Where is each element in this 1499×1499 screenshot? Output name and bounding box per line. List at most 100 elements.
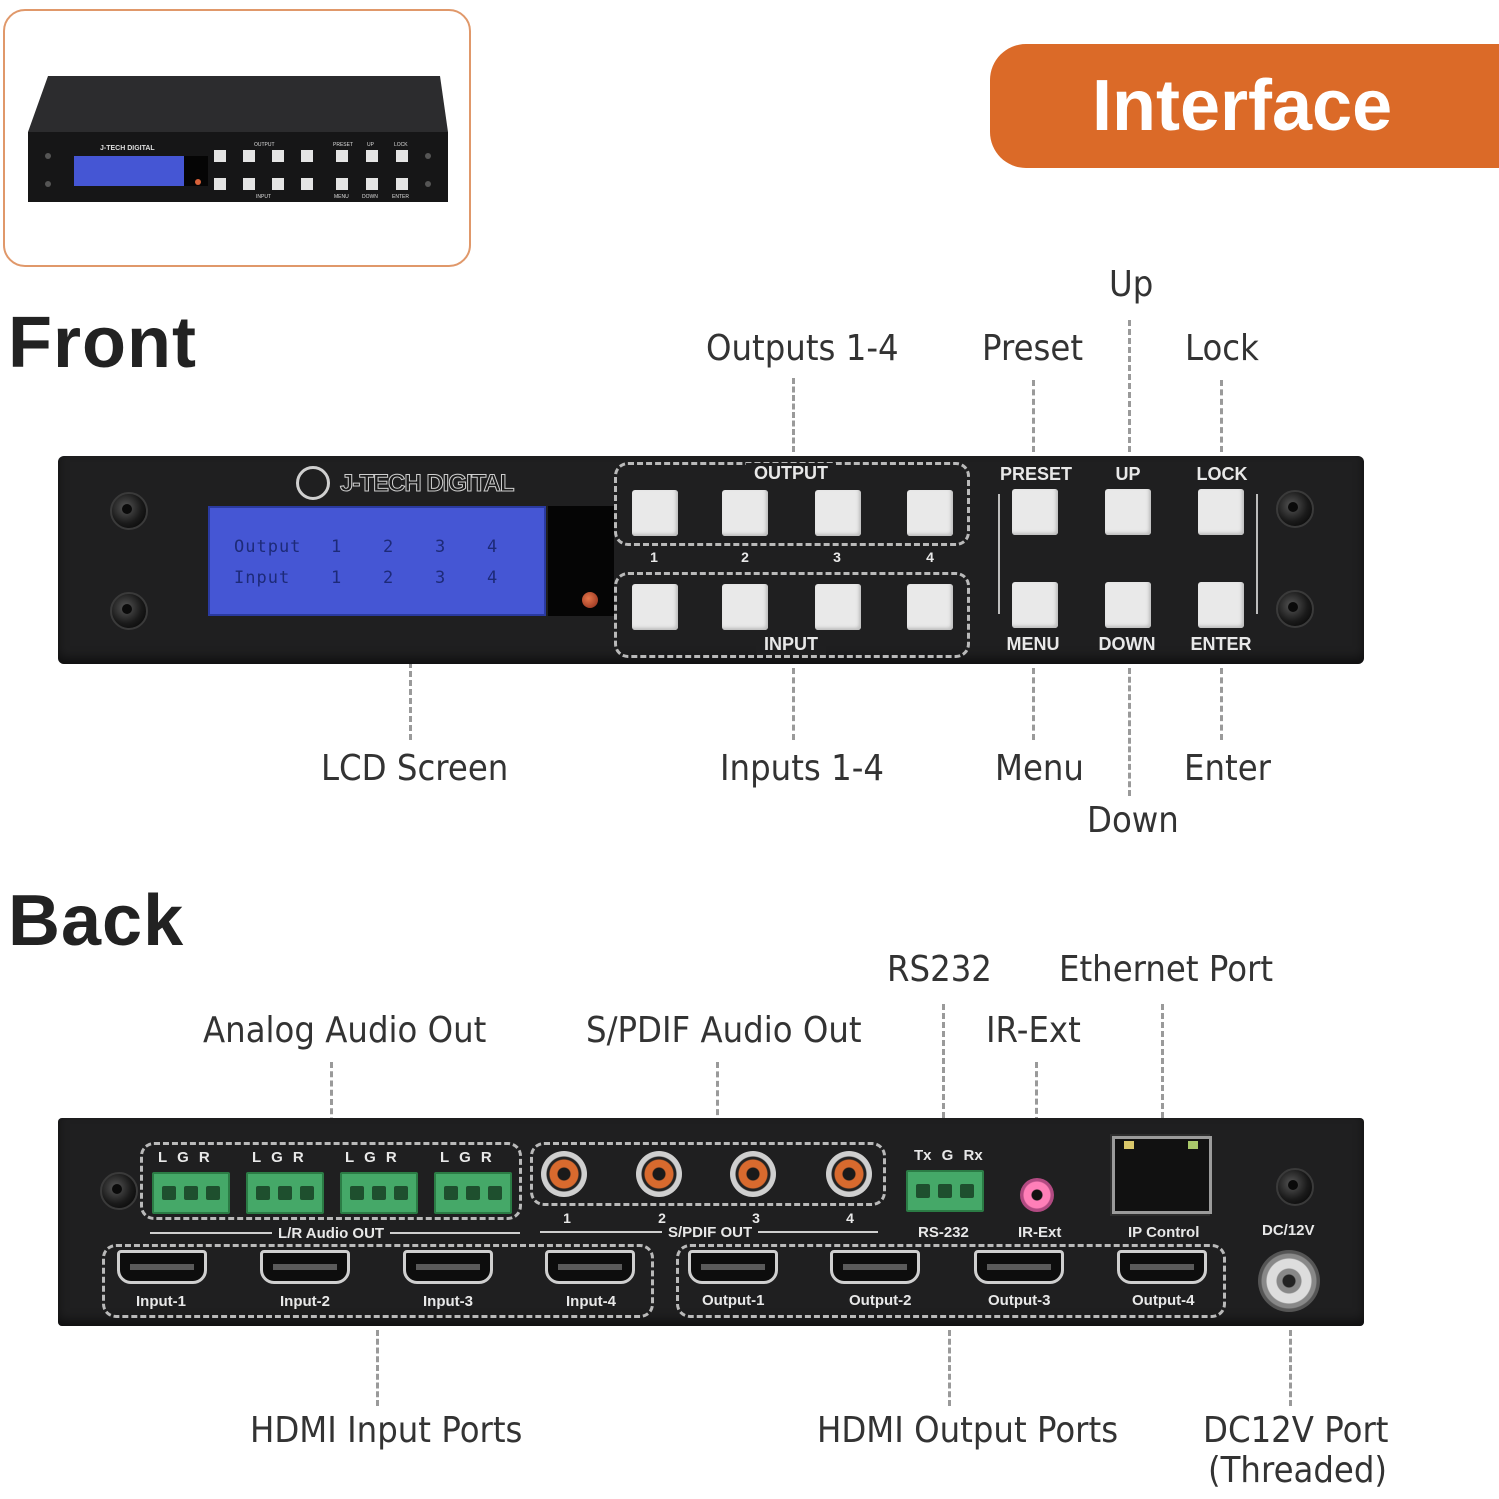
- screw-icon: [110, 492, 148, 530]
- down-button[interactable]: [1105, 582, 1151, 628]
- analog-audio-terminal-2[interactable]: [246, 1172, 324, 1214]
- ir-ext-label: IR-Ext: [1018, 1224, 1062, 1241]
- output-4-button[interactable]: [907, 490, 953, 536]
- leader-rs232: [942, 1004, 945, 1136]
- up-label: UP: [1115, 464, 1141, 484]
- lgr-label: LGR: [252, 1149, 314, 1166]
- hdmi-output-label: Output-4: [1132, 1292, 1195, 1309]
- output-button-number: 4: [926, 549, 934, 565]
- enter-label: ENTER: [1190, 634, 1252, 654]
- hdmi-input-label: Input-1: [136, 1293, 186, 1310]
- callout-up: Up: [1109, 264, 1154, 305]
- menu-button[interactable]: [1012, 582, 1058, 628]
- leader-hdmi-inputs: [376, 1330, 379, 1406]
- ethernet-led-icon: [1188, 1141, 1198, 1149]
- thumbnail-output-label: OUTPUT: [254, 142, 275, 148]
- thumbnail-lock-label: LOCK: [394, 142, 408, 148]
- output-1-button[interactable]: [632, 490, 678, 536]
- up-button[interactable]: [1105, 489, 1151, 535]
- lcd-input-value: 3: [435, 568, 447, 588]
- callout-ir-ext: IR-Ext: [986, 1010, 1081, 1051]
- lcd-input-value: 1: [331, 568, 343, 588]
- interface-badge: Interface: [990, 44, 1499, 168]
- lgr-label: LGR: [158, 1149, 220, 1166]
- callout-dc12v-port: DC12V Port: [1203, 1410, 1389, 1451]
- lock-button[interactable]: [1198, 489, 1244, 535]
- spdif-number: 4: [846, 1210, 854, 1226]
- spdif-group: [530, 1142, 886, 1206]
- ir-sensor-icon: [582, 592, 598, 608]
- device-thumbnail: J-TECH DIGITAL OUTPUT INPUT PRESET UP LO…: [28, 76, 448, 202]
- rs232-terminal[interactable]: [906, 1170, 984, 1212]
- callout-lock: Lock: [1185, 328, 1259, 369]
- interface-badge-text: Interface: [1092, 66, 1393, 146]
- hdmi-input-group: [102, 1244, 654, 1318]
- input-2-button[interactable]: [722, 584, 768, 630]
- ethernet-led-icon: [1124, 1141, 1134, 1149]
- thumbnail-menu-label: MENU: [334, 194, 349, 200]
- control-group-divider: [1256, 494, 1258, 614]
- screw-icon: [1276, 490, 1314, 528]
- spdif-jack-4[interactable]: [826, 1151, 872, 1197]
- dc-power-jack[interactable]: [1258, 1250, 1320, 1312]
- leader-lock: [1220, 380, 1223, 452]
- enter-button[interactable]: [1198, 582, 1244, 628]
- lcd-input-value: 2: [383, 568, 395, 588]
- analog-audio-terminal-1[interactable]: [152, 1172, 230, 1214]
- preset-label: PRESET: [1000, 464, 1073, 484]
- thumbnail-brand: J-TECH DIGITAL: [100, 145, 155, 152]
- lcd-output-label: Output: [234, 537, 302, 557]
- hdmi-output-label: Output-1: [702, 1292, 765, 1309]
- brand-logo-text: J-TECH DIGITAL: [340, 470, 516, 498]
- callout-dc12v-threaded: (Threaded): [1208, 1450, 1388, 1491]
- callout-lcd-screen: LCD Screen: [321, 748, 509, 789]
- callout-spdif-audio: S/PDIF Audio Out: [586, 1010, 862, 1051]
- thumbnail-enter-label: ENTER: [392, 194, 409, 200]
- ethernet-port[interactable]: [1112, 1136, 1212, 1214]
- input-3-button[interactable]: [815, 584, 861, 630]
- leader-hdmi-outputs: [948, 1330, 951, 1406]
- callout-hdmi-outputs: HDMI Output Ports: [817, 1410, 1119, 1451]
- analog-audio-terminal-4[interactable]: [434, 1172, 512, 1214]
- analog-audio-terminal-3[interactable]: [340, 1172, 418, 1214]
- leader-dc12v: [1289, 1330, 1292, 1406]
- dc12v-label: DC/12V: [1262, 1222, 1315, 1239]
- output-group-label: OUTPUT: [746, 463, 836, 484]
- spdif-out-label: S/PDIF OUT: [662, 1224, 759, 1241]
- input-4-button[interactable]: [907, 584, 953, 630]
- hdmi-input-1-port[interactable]: [117, 1250, 207, 1284]
- spdif-number: 3: [752, 1210, 760, 1226]
- spdif-jack-1[interactable]: [541, 1151, 587, 1197]
- input-group-label: INPUT: [756, 634, 826, 655]
- preset-button[interactable]: [1012, 489, 1058, 535]
- output-3-button[interactable]: [815, 490, 861, 536]
- lcd-output-value: 3: [435, 537, 447, 557]
- callout-hdmi-inputs: HDMI Input Ports: [250, 1410, 523, 1451]
- callout-down: Down: [1087, 800, 1179, 841]
- ir-ext-jack[interactable]: [1020, 1178, 1054, 1212]
- spdif-jack-3[interactable]: [730, 1151, 776, 1197]
- lcd-input-label: Input: [234, 568, 291, 588]
- callout-ethernet: Ethernet Port: [1059, 949, 1274, 990]
- rs232-label: RS-232: [918, 1224, 969, 1241]
- ip-control-label: IP Control: [1128, 1224, 1200, 1241]
- hdmi-input-3-port[interactable]: [403, 1250, 493, 1284]
- leader-menu: [1032, 668, 1035, 740]
- input-1-button[interactable]: [632, 584, 678, 630]
- control-group-divider: [998, 494, 1000, 614]
- callout-preset: Preset: [982, 328, 1084, 369]
- hdmi-output-1-port[interactable]: [688, 1250, 778, 1284]
- leader-enter: [1220, 668, 1223, 740]
- hdmi-output-4-port[interactable]: [1117, 1250, 1207, 1284]
- hdmi-input-4-port[interactable]: [545, 1250, 635, 1284]
- input-button-group: [614, 572, 970, 658]
- spdif-jack-2[interactable]: [636, 1151, 682, 1197]
- screw-icon: [1276, 1168, 1314, 1206]
- leader-lcd: [409, 590, 412, 740]
- hdmi-input-label: Input-2: [280, 1293, 330, 1310]
- hdmi-input-2-port[interactable]: [260, 1250, 350, 1284]
- output-2-button[interactable]: [722, 490, 768, 536]
- hdmi-output-3-port[interactable]: [974, 1250, 1064, 1284]
- hdmi-output-2-port[interactable]: [830, 1250, 920, 1284]
- callout-menu: Menu: [995, 748, 1084, 789]
